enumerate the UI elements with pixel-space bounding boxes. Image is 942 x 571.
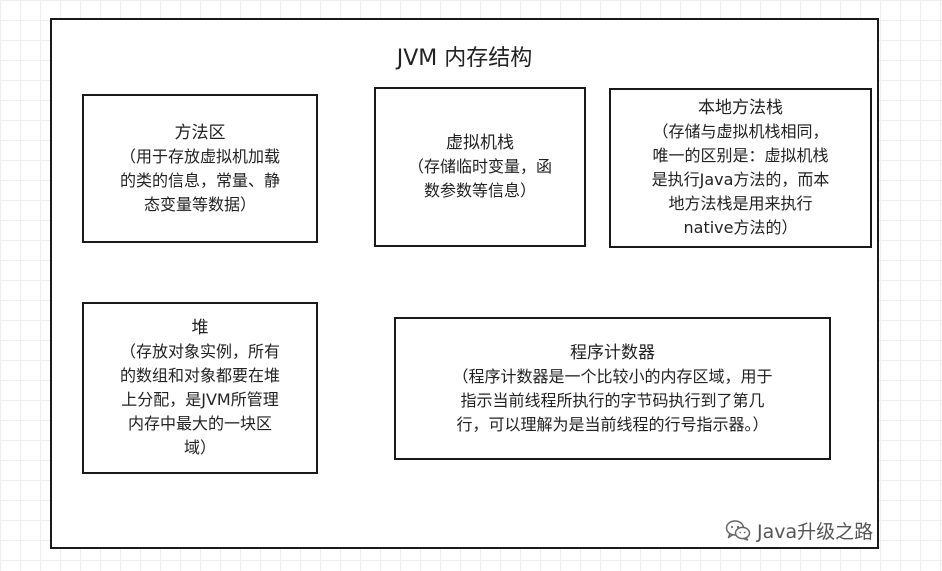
native-method-stack-desc-line: （存储与虚拟机栈相同， (652, 122, 829, 141)
watermark: Java升级之路 (725, 517, 873, 543)
heap-title: 堆 (191, 318, 209, 338)
native-method-stack-desc-line: 唯一的区别是：虚拟机栈 (652, 146, 829, 165)
program-counter-title: 程序计数器 (570, 342, 655, 363)
jvm-memory-frame: JVM 内存结构 方法区 （用于存放虚拟机加载 的类的信息，常量、静 态变量等数… (50, 18, 879, 549)
heap-desc-line: （存放对象实例，所有 (119, 342, 280, 361)
program-counter-desc-line: （程序计数器是一个比较小的内存区域，用于 (452, 366, 773, 386)
heap-box: 堆 （存放对象实例，所有 的数组和对象都要在堆 上分配，是JVM所管理 内存中最… (82, 302, 318, 474)
diagram-title: JVM 内存结构 (396, 46, 533, 71)
program-counter-desc-line: 行，可以理解为是当前线程的行号指示器。） (456, 414, 769, 434)
vm-stack-desc-line: 数参数等信息） (423, 181, 536, 200)
heap-desc-line: 内存中最大的一块区 (127, 414, 272, 433)
program-counter-desc-line: 指示当前线程所执行的字节码执行到了第几 (460, 390, 765, 410)
wechat-icon (725, 520, 751, 541)
method-area-desc-line: 态变量等数据） (143, 194, 256, 214)
vm-stack-box: 虚拟机栈 （存储临时变量，函 数参数等信息） (374, 87, 586, 247)
method-area-box: 方法区 （用于存放虚拟机加载 的类的信息，常量、静 态变量等数据） (82, 94, 318, 243)
program-counter-box: 程序计数器 （程序计数器是一个比较小的内存区域，用于 指示当前线程所执行的字节码… (394, 317, 831, 460)
method-area-desc-line: 的类的信息，常量、静 (119, 170, 280, 190)
watermark-text: Java升级之路 (757, 520, 874, 543)
vm-stack-desc-line: （存储临时变量，函 (407, 157, 552, 176)
method-area-desc-line: （用于存放虚拟机加载 (119, 146, 280, 166)
native-method-stack-desc-line: native方法的） (683, 218, 798, 237)
native-method-stack-box: 本地方法栈 （存储与虚拟机栈相同， 唯一的区别是：虚拟机栈 是执行Java方法的… (609, 88, 872, 248)
heap-desc-line: 上分配，是JVM所管理 (121, 390, 279, 409)
native-method-stack-title: 本地方法栈 (698, 98, 783, 118)
native-method-stack-desc-line: 地方法栈是用来执行 (668, 194, 813, 213)
heap-desc-line: 域） (183, 438, 216, 457)
method-area-title: 方法区 (174, 122, 226, 143)
heap-desc-line: 的数组和对象都要在堆 (119, 366, 280, 385)
native-method-stack-desc-line: 是执行Java方法的，而本 (651, 170, 830, 189)
vm-stack-title: 虚拟机栈 (446, 133, 514, 153)
